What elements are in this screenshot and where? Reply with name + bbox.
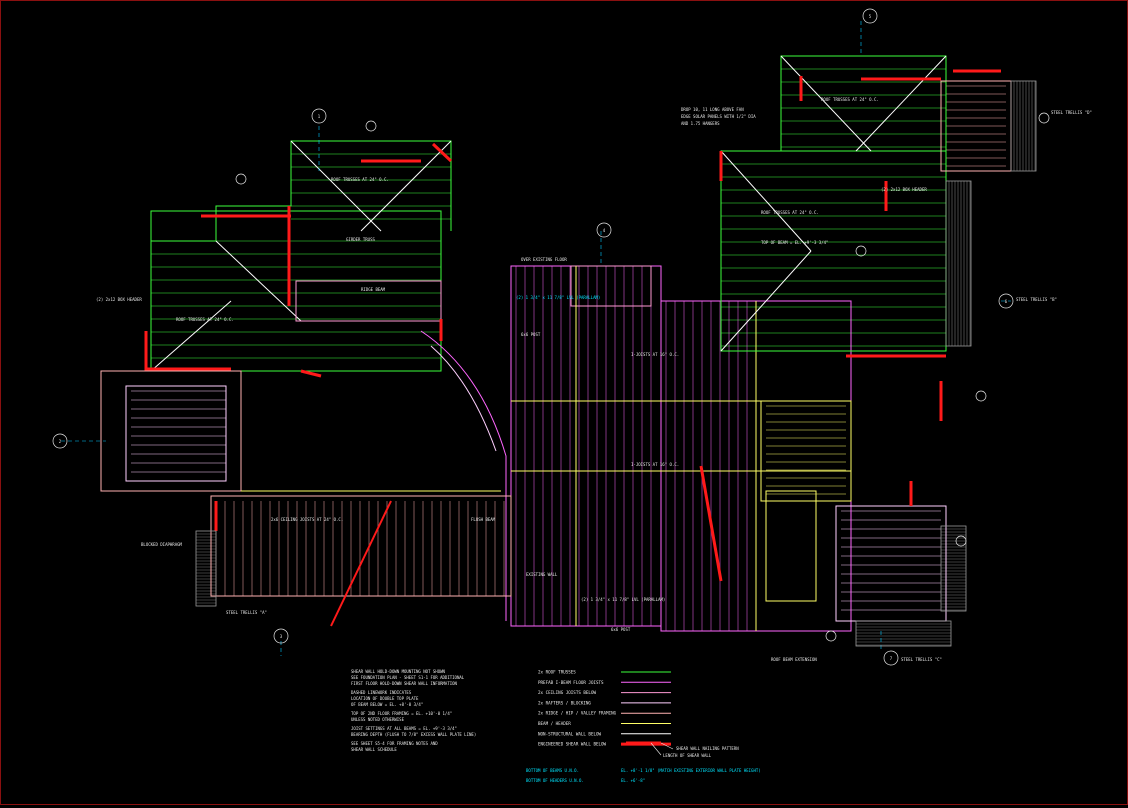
over-existing-label: OVER EXISTING FLOOR — [521, 257, 567, 262]
svg-text:FIRST FLOOR HOLD-DOWN SHEAR WA: FIRST FLOOR HOLD-DOWN SHEAR WALL INFORMA… — [351, 681, 458, 686]
blocked-diaphragm-label: BLOCKED DIAPHRAGM — [141, 542, 183, 547]
svg-text:UNLESS NOTED OTHERWISE: UNLESS NOTED OTHERWISE — [351, 717, 405, 722]
svg-text:SEE SHEET S5-4 FOR FRAMING NOT: SEE SHEET S5-4 FOR FRAMING NOTES AND — [351, 741, 438, 746]
trellis-d-label: STEEL TRELLIS "D" — [1051, 110, 1092, 115]
lvl-label: (2) 1 3/4" x 11 7/8" LVL (PARALLAM) — [581, 597, 665, 602]
svg-text:2: 2 — [59, 439, 62, 444]
legend-label: ENGINEERED SHEAR WALL BELOW — [538, 742, 607, 747]
svg-text:4: 4 — [603, 228, 606, 233]
svg-text:6: 6 — [1005, 299, 1008, 304]
svg-text:3: 3 — [280, 634, 283, 639]
legend-label: 2x CEILING JOISTS BELOW — [538, 690, 596, 695]
left-wing — [150, 140, 452, 372]
flush-beam-label: FLUSH BEAM — [471, 517, 496, 522]
svg-text:LENGTH OF SHEAR WALL: LENGTH OF SHEAR WALL — [663, 753, 712, 758]
svg-text:EL. +8'-1 1/8" (MATCH EXISTING: EL. +8'-1 1/8" (MATCH EXISTING EXTERIOR … — [621, 768, 761, 773]
svg-text:EL. +6'-8": EL. +6'-8" — [621, 778, 645, 783]
svg-text:LOCATION OF DOUBLE TOP PLATE: LOCATION OF DOUBLE TOP PLATE — [351, 696, 419, 701]
plan-annotations: STEEL TRELLIS "D" STEEL TRELLIS "B" STEE… — [96, 97, 1092, 662]
elevation-notes: BOTTOM OF BEAMS U.N.O. EL. +8'-1 1/8" (M… — [526, 768, 761, 783]
svg-text:BOTTOM OF BEAMS U.N.O.: BOTTOM OF BEAMS U.N.O. — [526, 768, 579, 773]
svg-text:SHEAR WALL HOLD-DOWN MOUNTING: SHEAR WALL HOLD-DOWN MOUNTING NOT SHOWN — [351, 669, 446, 674]
trellis-c-label: STEEL TRELLIS "C" — [901, 657, 942, 662]
svg-text:BOTTOM OF HEADERS U.N.O.: BOTTOM OF HEADERS U.N.O. — [526, 778, 584, 783]
roof-beam-ext-label: ROOF BEAM EXTENSION — [771, 657, 817, 662]
general-notes: SHEAR WALL HOLD-DOWN MOUNTING NOT SHOWN … — [351, 669, 476, 752]
truss-note-2: EDGE SOLAR PANELS WITH 1/2" DIA — [681, 114, 756, 119]
section-markers — [52, 8, 1050, 666]
truss-note-1: DROP 10, 11 LONG ABOVE FAN — [681, 107, 744, 112]
center-wing — [420, 265, 852, 632]
svg-text:5: 5 — [869, 14, 872, 19]
svg-text:7: 7 — [890, 656, 893, 661]
roof-trusses-label-2: ROOF TRUSSES AT 24" O.C. — [821, 97, 879, 102]
legend-label: 2x RAFTERS / BLOCKING — [538, 700, 591, 705]
legend-label: BEAM / HEADER — [538, 721, 571, 726]
svg-text:1: 1 — [318, 114, 321, 119]
svg-text:SEE FOUNDATION PLAN - SHEET S1: SEE FOUNDATION PLAN - SHEET S1-1 FOR ADD… — [351, 675, 465, 680]
svg-text:BEARING DEPTH (FLUSH TO 7/8" E: BEARING DEPTH (FLUSH TO 7/8" EXCESS WALL… — [351, 732, 476, 737]
grid-lines — [61, 21, 1011, 656]
right-wing — [720, 55, 1012, 622]
svg-text:OF BEAM BELOW = EL. +8'-0 3/4": OF BEAM BELOW = EL. +8'-0 3/4" — [351, 702, 423, 707]
existing-wall-label: EXISTING WALL — [526, 572, 558, 577]
shear-walls — [144, 69, 1001, 582]
box-header-label: (2) 2x12 BOX HEADER — [96, 297, 142, 302]
roof-trusses-label-4: ROOF TRUSSES AT 24" O.C. — [176, 317, 234, 322]
section-marker-labels: 1 2 3 4 5 6 7 — [59, 14, 1008, 661]
box-header-label-2: (2) 2x12 BOX HEADER — [881, 187, 927, 192]
girder-truss-label: GIRDER TRUSS — [346, 237, 375, 242]
svg-text:SHEAR WALL NAILING PATTERN: SHEAR WALL NAILING PATTERN — [676, 746, 739, 751]
legend-label: 2x RIDGE / HIP / VALLEY FRAMING — [538, 711, 617, 716]
post-label-1: 6x6 POST — [521, 332, 541, 337]
roof-trusses-label-3: ROOF TRUSSES AT 24" O.C. — [761, 210, 819, 215]
truss-note-3: AND 1.75 HANGERS — [681, 121, 720, 126]
legend-label: NON-STRUCTURAL WALL BELOW — [538, 731, 602, 736]
post-label-2: 6x6 POST — [611, 627, 631, 632]
joists-label-1: I-JOISTS AT 16" O.C. — [631, 352, 679, 357]
trellis-boxes — [195, 80, 1037, 647]
ridge-beam-label: RIDGE BEAM — [361, 287, 386, 292]
svg-text:TOP OF 2ND FLOOR FRAMING = EL.: TOP OF 2ND FLOOR FRAMING = EL. +10'-0 1/… — [351, 711, 452, 716]
joists-label-2: I-JOISTS AT 16" O.C. — [631, 462, 679, 467]
left-deck — [100, 370, 512, 627]
top-of-beam-label: TOP OF BEAM = EL. +9'-3 3/4" — [761, 240, 828, 245]
roof-trusses-label-1: ROOF TRUSSES AT 24" O.C. — [331, 177, 389, 182]
line-legend: 2x ROOF TRUSSES PREFAB I-BEAM FLOOR JOIST… — [538, 670, 671, 747]
trellis-b-label: STEEL TRELLIS "B" — [1016, 297, 1057, 302]
legend-label: 2x ROOF TRUSSES — [538, 670, 576, 675]
trellis-a-label: STEEL TRELLIS "A" — [226, 610, 267, 615]
lvl-label-2: (2) 1 3/4" x 11 7/8" LVL (PARALLAM) — [516, 295, 600, 300]
ceiling-joists-label: 2x6 CEILING JOISTS AT 24" O.C. — [271, 517, 343, 522]
svg-text:DASHED LINEWORK INDICATES: DASHED LINEWORK INDICATES — [351, 690, 412, 695]
shear-wall-note: SHEAR WALL NAILING PATTERN LENGTH OF SHE… — [626, 741, 739, 758]
svg-text:JOIST SETTINGS AT ALL BEAMS =: JOIST SETTINGS AT ALL BEAMS = EL. +9'-3 … — [351, 726, 457, 731]
svg-text:SHEAR WALL SCHEDULE: SHEAR WALL SCHEDULE — [351, 747, 397, 752]
legend-label: PREFAB I-BEAM FLOOR JOISTS — [538, 680, 604, 685]
